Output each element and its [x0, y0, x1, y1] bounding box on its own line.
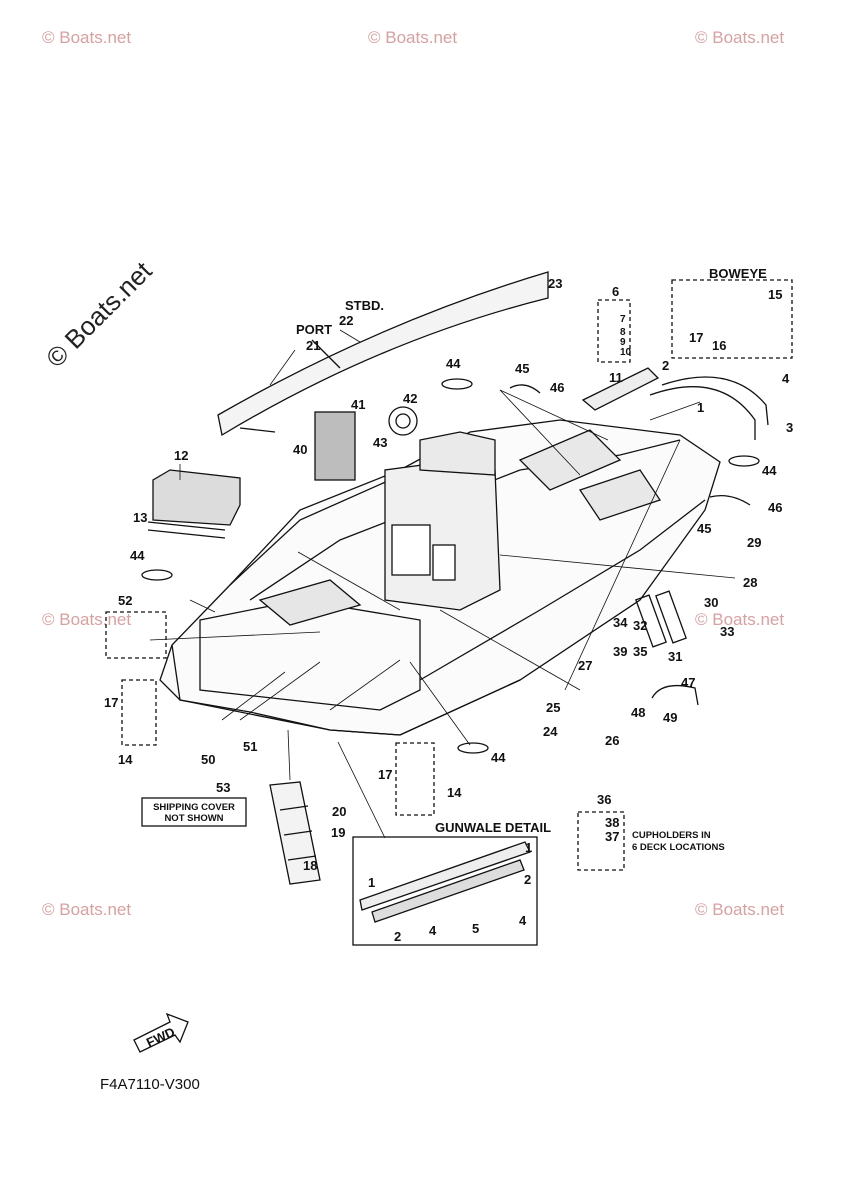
shipping-cover-note-line1: SHIPPING COVER [153, 802, 235, 813]
cupholders-note-line1: CUPHOLDERS IN [632, 830, 711, 841]
callout-45-top: 45 [515, 361, 529, 376]
callout-17-boweye: 17 [689, 330, 703, 345]
callout-6: 6 [612, 284, 619, 299]
callout-8: 8 [620, 327, 626, 338]
callout-49: 49 [663, 710, 677, 725]
callout-19: 19 [331, 825, 345, 840]
gunwale-detail-box [352, 836, 538, 946]
gunwale-detail-heading: GUNWALE DETAIL [435, 820, 551, 835]
callout-39: 39 [613, 644, 627, 659]
callout-14-left: 14 [118, 752, 133, 767]
callout-28: 28 [743, 575, 757, 590]
callout-1: 1 [697, 400, 704, 415]
callout-7: 7 [620, 314, 626, 325]
tie-box-14-right [395, 742, 435, 816]
callout-30: 30 [704, 595, 718, 610]
watermark-bottom-right: © Boats.net [695, 900, 785, 919]
watermark-top-left: © Boats.net [42, 28, 132, 47]
callout-21: 21 [306, 338, 320, 353]
gunwale-callout-4-right: 4 [519, 913, 527, 928]
callout-34: 34 [613, 615, 628, 630]
callout-27: 27 [578, 658, 592, 673]
watermark-mid-left: © Boats.net [42, 610, 132, 629]
callout-12: 12 [174, 448, 188, 463]
callout-21-label: PORT [296, 322, 332, 337]
callout-24: 24 [543, 724, 558, 739]
callout-25: 25 [546, 700, 560, 715]
callout-15: 15 [768, 287, 782, 302]
callout-20: 20 [332, 804, 346, 819]
hatch-cover [388, 406, 418, 436]
callout-35: 35 [633, 644, 647, 659]
gunwale-callout-2-left: 2 [394, 929, 401, 944]
callout-41: 41 [351, 397, 365, 412]
callout-14-right: 14 [447, 785, 462, 800]
callout-44-top: 44 [446, 356, 461, 371]
cupholder-box [577, 811, 625, 871]
callout-4: 4 [782, 371, 790, 386]
shipping-cover-box [141, 797, 247, 827]
callout-29: 29 [747, 535, 761, 550]
callout-33: 33 [720, 624, 734, 639]
callout-52: 52 [118, 593, 132, 608]
callout-46-top: 46 [550, 380, 564, 395]
callout-44-bottom: 44 [491, 750, 506, 765]
watermark-top-center: © Boats.net [368, 28, 458, 47]
callout-2: 2 [662, 358, 669, 373]
shipping-cover-note-line2: NOT SHOWN [164, 813, 223, 824]
callout-32: 32 [633, 618, 647, 633]
boweye-heading: BOWEYE [709, 266, 767, 281]
fastener-box-6 [597, 299, 631, 363]
callout-43: 43 [373, 435, 387, 450]
trim-rail [217, 271, 549, 437]
callout-42: 42 [403, 391, 417, 406]
callout-47: 47 [681, 675, 695, 690]
callout-50: 50 [201, 752, 215, 767]
watermark-mid-right: © Boats.net [695, 610, 785, 629]
fwd-label: FWD [144, 1024, 177, 1050]
callout-16: 16 [712, 338, 726, 353]
callout-11: 11 [609, 370, 623, 385]
watermark-top-right: © Boats.net [695, 28, 785, 47]
callout-46-right: 46 [768, 500, 782, 515]
boweye-box [671, 279, 793, 359]
callout-17-left: 17 [104, 695, 118, 710]
callout-44-right: 44 [762, 463, 777, 478]
callout-13: 13 [133, 510, 147, 525]
callout-45-right: 45 [697, 521, 711, 536]
callout-10: 10 [620, 347, 632, 358]
callout-51: 51 [243, 739, 257, 754]
callout-31: 31 [668, 649, 682, 664]
callout-9: 9 [620, 337, 626, 348]
callout-17-right: 17 [378, 767, 392, 782]
callout-48: 48 [631, 705, 645, 720]
drain-box-52 [105, 611, 167, 659]
watermark-bottom-left: © Boats.net [42, 900, 132, 919]
callout-23: 23 [548, 276, 562, 291]
cooler [152, 469, 241, 526]
gunwale-callout-5: 5 [472, 921, 479, 936]
gunwale-callout-4-left: 4 [429, 923, 437, 938]
callout-37: 37 [605, 829, 619, 844]
tie-box-14-left [121, 679, 157, 746]
callout-40: 40 [293, 442, 307, 457]
gunwale-callout-1-left: 1 [368, 875, 375, 890]
callout-22: 22 [339, 313, 353, 328]
callout-36: 36 [597, 792, 611, 807]
callout-38: 38 [605, 815, 619, 830]
fwd-arrow [133, 1012, 189, 1053]
panel [314, 411, 356, 481]
gunwale-callout-1-right: 1 [525, 840, 532, 855]
callout-22-label: STBD. [345, 298, 384, 313]
figure-code: F4A7110-V300 [100, 1076, 200, 1093]
cupholders-note-line2: 6 DECK LOCATIONS [632, 842, 725, 853]
callout-53: 53 [216, 780, 230, 795]
gunwale-callout-2-right: 2 [524, 872, 531, 887]
callout-26: 26 [605, 733, 619, 748]
callout-18: 18 [303, 858, 317, 873]
callout-44-left: 44 [130, 548, 145, 563]
callout-3: 3 [786, 420, 793, 435]
